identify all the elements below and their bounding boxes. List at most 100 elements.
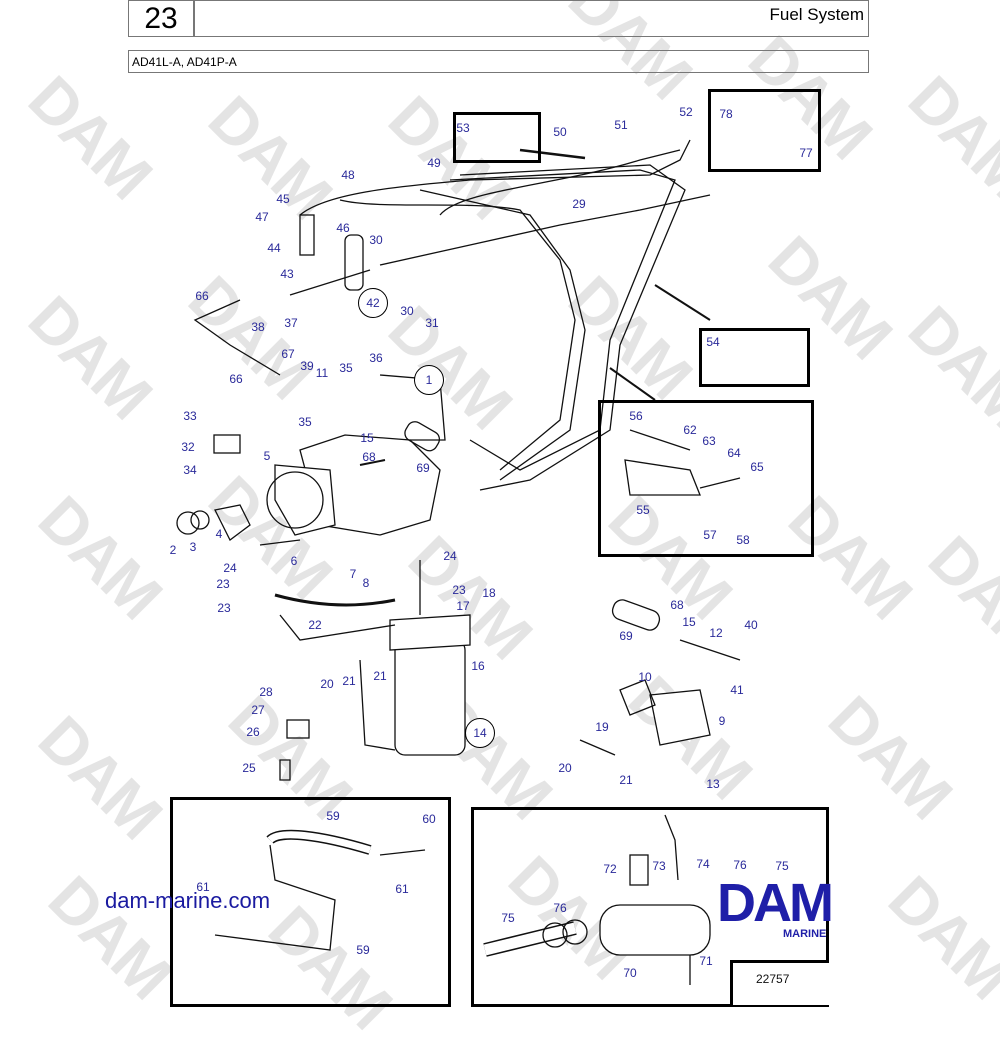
part-callout: 53	[456, 121, 470, 135]
dam-logo: DAM	[717, 873, 834, 933]
part-callout: 18	[482, 586, 496, 600]
part-callout: 45	[276, 192, 290, 206]
brand-url: dam-marine.com	[105, 888, 271, 913]
part-callout: 47	[255, 210, 269, 224]
part-callout: 61	[395, 882, 409, 896]
part-callout: 34	[183, 463, 197, 477]
part-callout: 61	[196, 880, 210, 894]
part-callout: 13	[706, 777, 720, 791]
page-title: Fuel System	[194, 0, 869, 37]
part-callout: 60	[422, 812, 436, 826]
part-callout: 68	[362, 450, 376, 464]
figure-number-box	[730, 960, 829, 1005]
part-callout: 77	[799, 146, 813, 160]
part-callout: 23	[452, 583, 466, 597]
part-callout: 26	[246, 725, 260, 739]
part-callout: 27	[251, 703, 265, 717]
brackets	[213, 434, 310, 781]
part-callout: 23	[217, 601, 231, 615]
part-callout: 44	[267, 241, 281, 255]
part-callout: 71	[699, 954, 713, 968]
part-callout: 3	[189, 540, 197, 554]
figure-number: 22757	[756, 972, 790, 986]
part-callout: 63	[702, 434, 716, 448]
part-callout: 19	[595, 720, 609, 734]
part-callout: 70	[623, 966, 637, 980]
part-callout: 15	[360, 431, 374, 445]
part-callout: 8	[362, 576, 370, 590]
part-callout: 50	[553, 125, 567, 139]
part-callout: 55	[636, 503, 650, 517]
part-callout: 31	[425, 316, 439, 330]
fuel-filter	[274, 560, 471, 756]
part-callout: 29	[572, 197, 586, 211]
part-callout: 17	[456, 599, 470, 613]
lift-pump	[579, 599, 741, 756]
part-callout: 21	[619, 773, 633, 787]
part-callout: 75	[501, 911, 515, 925]
part-callout: 6	[290, 554, 298, 568]
injection-pipes	[193, 139, 711, 491]
detail-box-53	[453, 112, 541, 163]
part-callout: 69	[619, 629, 633, 643]
part-callout: 68	[670, 598, 684, 612]
part-callout: 11	[315, 366, 329, 380]
detail-box-54	[699, 328, 810, 387]
detail-box-clamp	[598, 400, 814, 557]
part-callout: 78	[719, 107, 733, 121]
part-callout: 59	[326, 809, 340, 823]
part-callout: 69	[416, 461, 430, 475]
pipe-detail-59	[214, 829, 426, 951]
part-callout: 37	[284, 316, 298, 330]
part-callout: 24	[223, 561, 237, 575]
part-callout: 12	[709, 626, 723, 640]
feed-pump-cover	[176, 504, 301, 546]
part-callout: 57	[703, 528, 717, 542]
part-callout: 48	[341, 168, 355, 182]
part-callout: 66	[229, 372, 243, 386]
dam-logo-subtitle: MARINE	[783, 928, 827, 940]
part-callout: 76	[553, 901, 567, 915]
section-number: 23	[128, 0, 194, 37]
part-callout: 72	[603, 862, 617, 876]
part-callout: 24	[443, 549, 457, 563]
part-callout: 36	[369, 351, 383, 365]
heat-exchanger	[483, 814, 711, 985]
part-callout: 64	[727, 446, 741, 460]
part-callout: 74	[696, 857, 710, 871]
injector	[299, 214, 364, 291]
part-callout: 38	[251, 320, 265, 334]
part-callout: 23	[216, 577, 230, 591]
part-callout: 76	[733, 858, 747, 872]
part-callout: 33	[183, 409, 197, 423]
part-callout: 41	[730, 683, 744, 697]
part-callout: 43	[280, 267, 294, 281]
part-callout: 42	[358, 288, 388, 318]
part-callout: 28	[259, 685, 273, 699]
part-callout: 20	[558, 761, 572, 775]
part-callout: 14	[465, 718, 495, 748]
part-callout: 30	[369, 233, 383, 247]
part-callout: 49	[427, 156, 441, 170]
part-callout: 10	[638, 670, 652, 684]
part-callout: 35	[339, 361, 353, 375]
injection-pump	[266, 374, 446, 536]
part-callout: 5	[263, 449, 271, 463]
part-callout: 32	[181, 440, 195, 454]
detail-box-77-78	[708, 89, 821, 172]
part-callout: 25	[242, 761, 256, 775]
part-callout: 51	[614, 118, 628, 132]
part-callout: 54	[706, 335, 720, 349]
part-callout: 15	[682, 615, 696, 629]
part-callout: 39	[300, 359, 314, 373]
part-callout: 22	[308, 618, 322, 632]
part-callout: 20	[320, 677, 334, 691]
part-callout: 7	[349, 567, 357, 581]
part-callout: 58	[736, 533, 750, 547]
clamp-detail	[624, 429, 741, 496]
part-callout: 59	[356, 943, 370, 957]
model-list: AD41L-A, AD41P-A	[128, 50, 869, 73]
part-callout: 21	[342, 674, 356, 688]
part-callout: 4	[215, 527, 223, 541]
parts-diagram	[176, 139, 741, 985]
